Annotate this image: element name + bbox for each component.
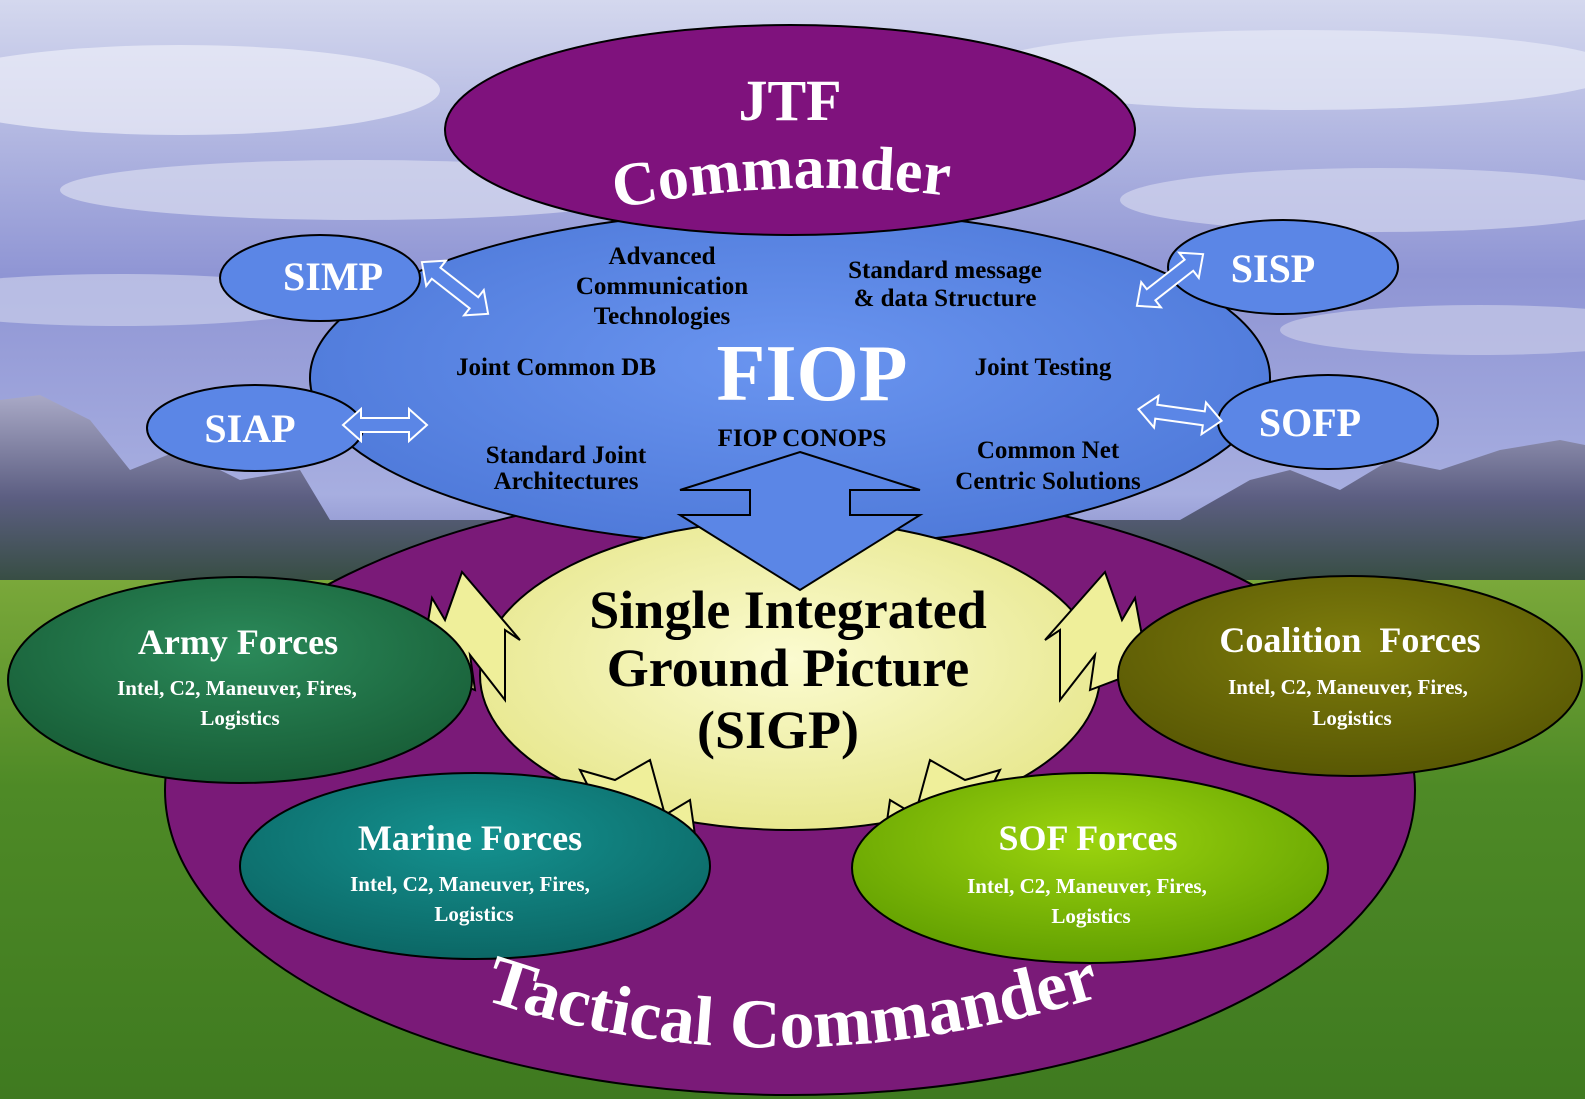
sof-forces-line-1: Intel, C2, Maneuver, Fires,	[967, 874, 1207, 898]
marine-forces-line-1: Intel, C2, Maneuver, Fires,	[350, 872, 590, 896]
sisp-label: SISP	[1231, 246, 1316, 291]
joint-testing: Joint Testing	[975, 354, 1112, 381]
sofp-double-arrow	[1136, 393, 1224, 437]
sigp-line-3: (SIGP)	[697, 700, 859, 760]
standard-joint-line-1: Standard Joint	[486, 442, 647, 469]
simp-ellipse	[219, 234, 421, 322]
simp-double-arrow	[420, 259, 490, 317]
siap-label: SIAP	[204, 406, 295, 451]
army-forces-ellipse	[7, 576, 473, 784]
sof-forces-ellipse	[851, 772, 1329, 964]
jtf-ellipse	[444, 24, 1136, 236]
fiop-sigp-double-arrow	[676, 450, 924, 592]
standard-message-line-1: Standard message	[848, 257, 1042, 284]
army-forces-title: Army Forces	[138, 622, 338, 662]
fiop-conops: FIOP CONOPS	[718, 425, 887, 452]
siap-double-arrow	[341, 406, 429, 444]
common-net-line-2: Centric Solutions	[955, 468, 1141, 495]
jtf-label: JTF	[738, 68, 841, 133]
sisp-double-arrow	[1135, 251, 1205, 309]
army-forces-line-2: Logistics	[200, 706, 279, 730]
common-net-line-1: Common Net	[977, 437, 1120, 464]
standard-joint-line-2: Architectures	[494, 468, 639, 495]
marine-forces-ellipse	[239, 772, 711, 960]
army-forces-line-1: Intel, C2, Maneuver, Fires,	[117, 676, 357, 700]
coalition-forces-line-2: Logistics	[1312, 706, 1391, 730]
advanced-line-3: Technologies	[594, 303, 731, 330]
sigp-line-2: Ground Picture	[607, 638, 970, 698]
coalition-forces-ellipse	[1117, 575, 1583, 777]
sof-forces-line-2: Logistics	[1051, 904, 1130, 928]
sisp-ellipse	[1167, 219, 1399, 315]
standard-message-line-2: & data Structure	[854, 285, 1037, 312]
fiop-title: FIOP	[716, 330, 907, 418]
joint-common-db: Joint Common DB	[456, 354, 656, 381]
coalition-forces-title: Coalition Forces	[1219, 620, 1480, 660]
sigp-line-1: Single Integrated	[589, 580, 987, 640]
advanced-line-1: Advanced	[609, 243, 716, 270]
marine-forces-title: Marine Forces	[358, 818, 582, 858]
marine-forces-line-2: Logistics	[434, 902, 513, 926]
simp-label: SIMP	[283, 254, 383, 299]
sofp-label: SOFP	[1259, 400, 1361, 445]
sof-forces-title: SOF Forces	[999, 818, 1178, 858]
coalition-forces-line-1: Intel, C2, Maneuver, Fires,	[1228, 675, 1468, 699]
mountains	[0, 395, 1585, 600]
advanced-line-2: Communication	[576, 273, 748, 300]
